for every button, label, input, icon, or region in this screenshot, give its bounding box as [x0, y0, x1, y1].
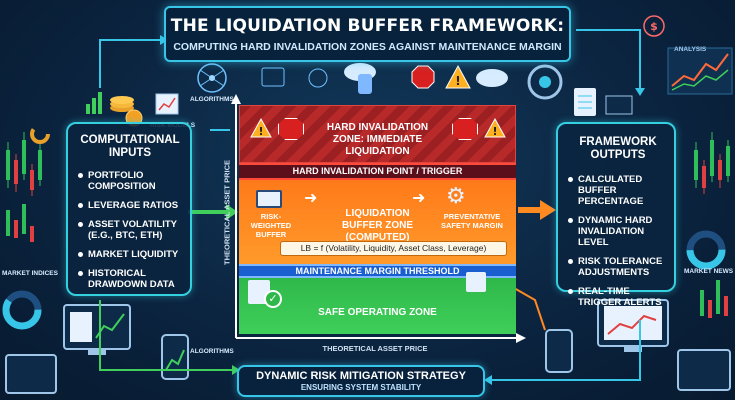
inputs-item: Asset Volatility (e.g., BTC, ETH) [78, 219, 182, 241]
outputs-item: Dynamic Hard Invalidation Level [568, 215, 668, 248]
stop-sign-icon [411, 65, 435, 89]
stop-sign-icon [452, 118, 478, 140]
maintenance-margin-label: Maintenance Margin Threshold [295, 266, 460, 276]
strategy-title: Dynamic Risk Mitigation Strategy [256, 370, 466, 382]
svg-text:!: ! [455, 74, 460, 88]
inputs-item: Historical Drawdown Data [78, 268, 182, 290]
hard-invalidation-zone-label: Hard Invalidation Zone: Immediate Liquid… [326, 122, 429, 157]
monitor-decoration-right [545, 299, 731, 391]
inputs-list: Portfolio Composition Leverage Ratios As… [78, 170, 182, 290]
trigger-line-label: Hard Invalidation Point / Trigger [292, 166, 463, 176]
trigger-line: Hard Invalidation Point / Trigger [239, 163, 516, 180]
outputs-panel-title: Framework Outputs [579, 136, 657, 161]
inputs-panel-title: Computational Inputs [80, 134, 180, 159]
arrow-right-icon: ➜ [412, 188, 426, 207]
warning-icon: ! [250, 118, 272, 138]
risk-model-chart-icon [155, 93, 179, 115]
x-axis-label: Theoretical Asset Price [322, 344, 428, 353]
inputs-item: Market Liquidity [78, 249, 182, 260]
strategy-banner: Dynamic Risk Mitigation Strategy Ensurin… [237, 365, 485, 397]
outputs-item: Calculated Buffer Percentage [568, 174, 668, 207]
donut-chart-decoration-right [686, 230, 726, 270]
inputs-panel: Computational Inputs Portfolio Compositi… [66, 122, 192, 296]
title-subtitle: Computing Hard Invalidation Zones Agains… [173, 41, 562, 53]
chart-axes [231, 94, 526, 343]
network-icons-decoration [197, 63, 563, 100]
warning-icon: ! [445, 64, 471, 89]
analysis-label: Analysis [674, 46, 707, 53]
outputs-item: Risk Tolerance Adjustments [568, 256, 668, 278]
warning-icon: ! [484, 118, 506, 138]
market-news-label: Market News [684, 268, 734, 275]
monitor-decoration-left [5, 304, 189, 394]
safety-margin-label: Preventative Safety Margin [441, 212, 503, 230]
market-indices-label: Market Indices [2, 270, 58, 277]
checklist-icon [574, 88, 633, 116]
document-icon [466, 272, 486, 292]
title-main: The Liquidation Buffer Framework: [170, 16, 565, 36]
risk-weighted-buffer-label: Risk-Weighted Buffer [250, 212, 292, 239]
strategy-subtitle: Ensuring System Stability [300, 383, 422, 392]
outputs-item: Real-Time Trigger Alerts [568, 286, 668, 308]
maintenance-margin-threshold: Maintenance Margin Threshold [239, 264, 516, 278]
safe-operating-zone-label: Safe Operating Zone [318, 307, 437, 318]
gear-icon: ⚙ [446, 184, 466, 209]
formula-box: LB = f (Volatility, Liquidity, Asset Cla… [280, 241, 507, 256]
algorithms-label-top: Algorithms [190, 96, 234, 103]
y-axis-label: Theoretical Asset Price [222, 160, 232, 266]
arrow-right-icon: ➜ [304, 188, 318, 207]
candlestick-decoration-right [694, 132, 730, 318]
candlestick-decoration-left [6, 132, 42, 242]
svg-text:!: ! [492, 125, 497, 138]
inputs-item: Leverage Ratios [78, 200, 182, 211]
svg-text:!: ! [258, 125, 263, 138]
buffer-screen-icon [256, 190, 282, 208]
title-banner: The Liquidation Buffer Framework: Comput… [164, 6, 571, 62]
inputs-item: Portfolio Composition [78, 170, 182, 192]
outputs-list: Calculated Buffer Percentage Dynamic Har… [568, 174, 668, 308]
liquidation-buffer-zone-label: Liquidation Buffer Zone (Computed) [341, 208, 414, 243]
stop-sign-icon [278, 118, 304, 140]
dollar-icon: $ [643, 15, 665, 37]
svg-text:$: $ [650, 20, 658, 33]
bar-chart-icon [86, 92, 102, 114]
donut-chart-decoration-left [2, 124, 50, 330]
check-icon: ✓ [264, 290, 282, 308]
algorithms-label-bottom: Algorithms [190, 348, 234, 355]
outputs-panel: Framework Outputs Calculated Buffer Perc… [556, 122, 676, 308]
analysis-chart-decoration [667, 47, 733, 95]
